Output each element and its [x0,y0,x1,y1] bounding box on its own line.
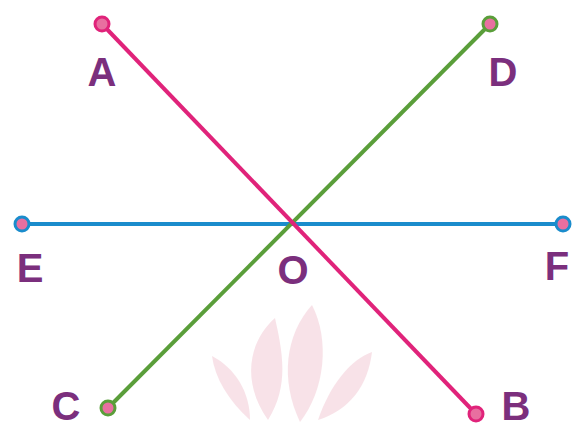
point-label: A [86,52,119,92]
watermark-flower [212,305,372,422]
endpoints [15,17,570,421]
point-label: D [487,52,520,92]
endpoint-f [556,217,570,231]
point-label: O [275,250,310,290]
endpoint-d [483,17,497,31]
line-ab [102,24,476,414]
line-cd [108,24,490,408]
point-label: F [543,246,571,286]
endpoint-e [15,217,29,231]
endpoint-a [95,17,109,31]
endpoint-c [101,401,115,415]
point-label: B [500,386,533,426]
point-label: C [50,386,83,426]
point-label: E [15,248,46,288]
endpoint-b [469,407,483,421]
